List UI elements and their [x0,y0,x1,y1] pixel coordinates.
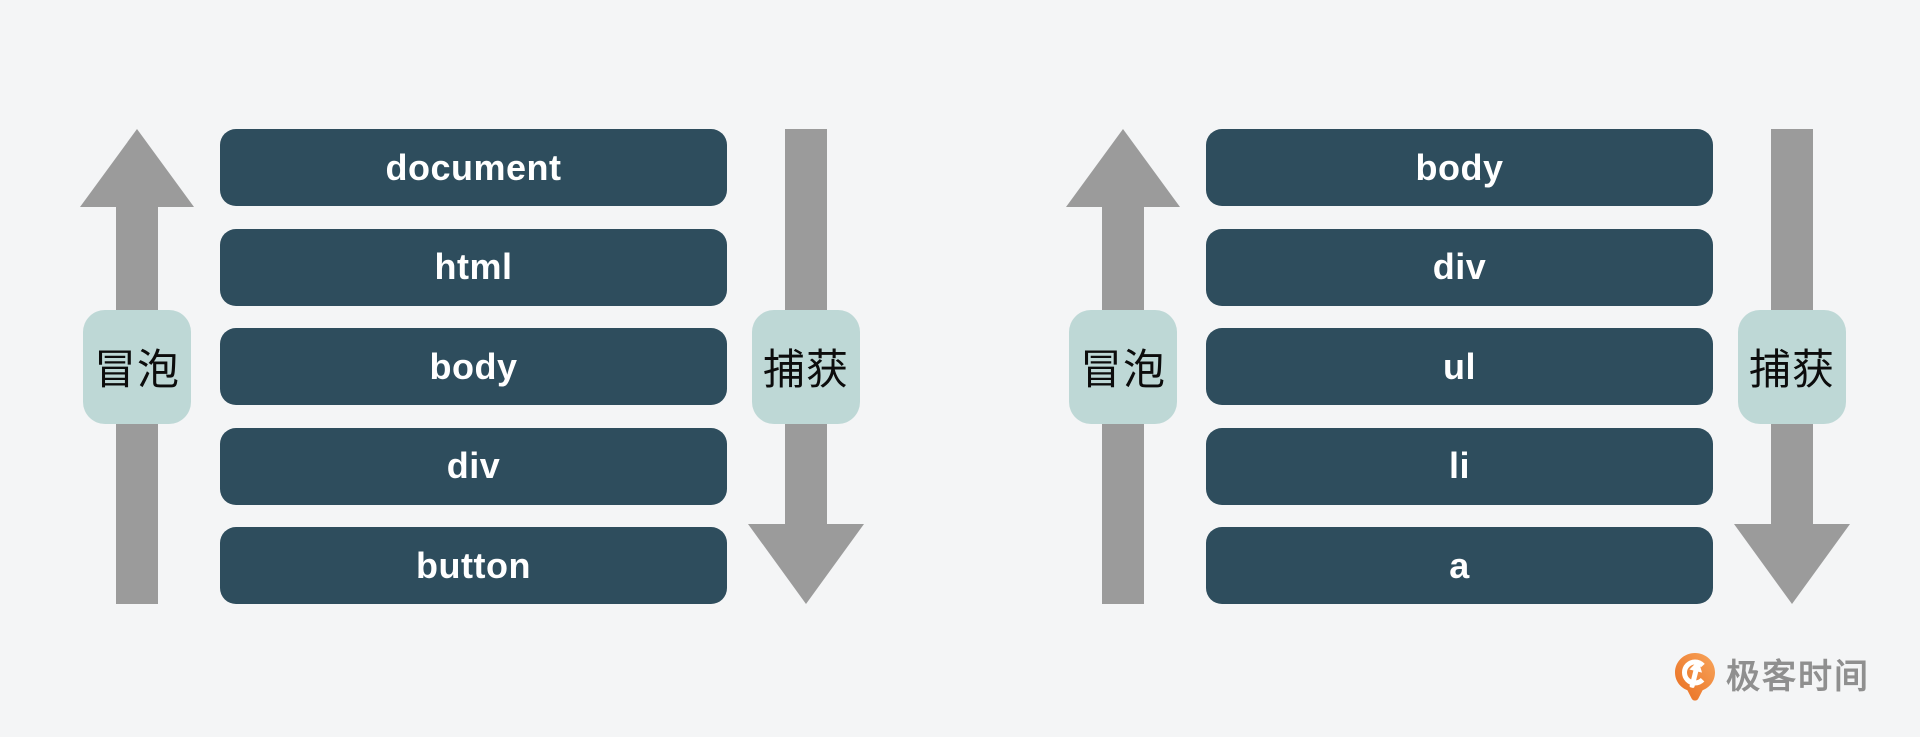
bubble-flow-column: 冒泡 [80,129,194,604]
dom-node-button: button [220,527,727,604]
arrow-up-head-icon [80,129,194,207]
arrow-up-head-icon [1066,129,1180,207]
dom-node-a: a [1206,527,1713,604]
arrow-down-head-icon [1734,524,1850,604]
geektime-logo-text: 极客时间 [1726,658,1870,696]
bubble-flow-column: 冒泡 [1066,129,1180,604]
arrow-down-head-icon [748,524,864,604]
dom-node-li: li [1206,427,1713,505]
dom-node-stack: body div ul li a [1206,129,1713,604]
capture-label: 捕获 [1738,309,1846,424]
dom-node-div: div [220,427,727,505]
dom-node-div: div [1206,228,1713,306]
dom-node-document: document [220,129,727,206]
capture-flow-column: 捕获 [1734,129,1850,604]
geektime-logo: 极客时间 [1674,652,1870,702]
bubble-label: 冒泡 [1069,309,1177,424]
diagram-document-tree: 冒泡 document html body div button 捕获 [80,129,864,604]
geektime-logo-icon [1675,653,1715,701]
capture-flow-column: 捕获 [748,129,864,604]
dom-node-ul: ul [1206,328,1713,405]
capture-label: 捕获 [752,309,860,424]
diagram-list-tree: 冒泡 body div ul li a 捕获 [1066,129,1850,604]
bubble-label: 冒泡 [83,309,191,424]
dom-node-stack: document html body div button [220,129,727,604]
dom-node-body: body [220,328,727,405]
dom-node-html: html [220,228,727,306]
dom-node-body: body [1206,129,1713,206]
